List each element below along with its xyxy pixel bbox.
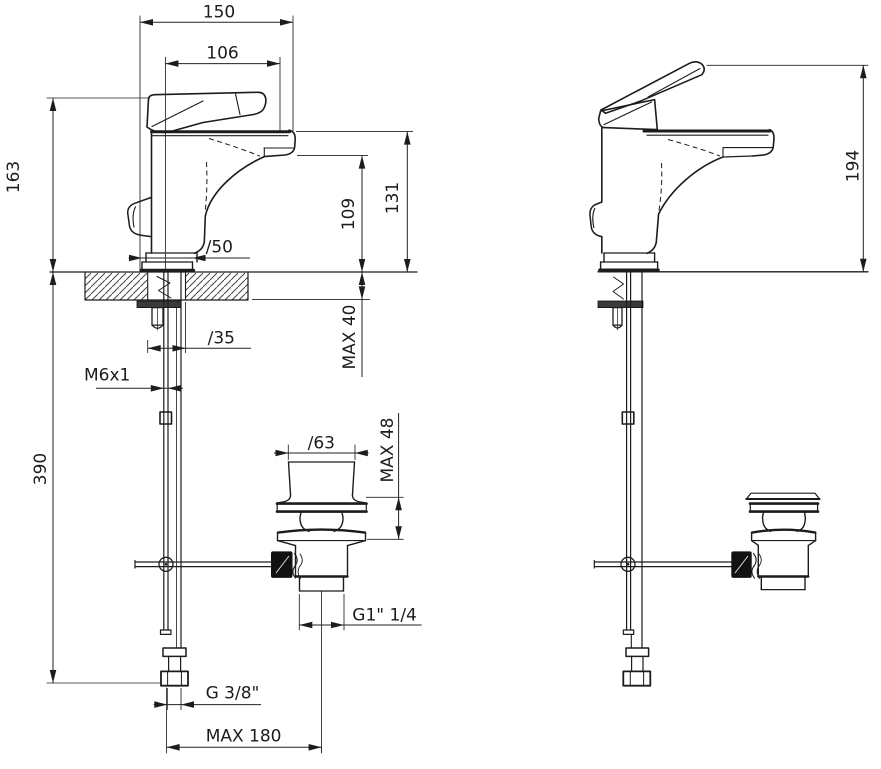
dimension-dia35: ∕35 (147, 302, 251, 353)
popup-control-rod-side (593, 559, 732, 569)
dimension-131: 131 (296, 131, 413, 272)
dimension-max48: MAX 48 (366, 413, 404, 540)
dimension-106: 106 (164, 43, 281, 272)
waste-knob-front (271, 551, 293, 578)
side-hose-nut (622, 670, 652, 687)
dimension-max180: MAX 180 (166, 687, 322, 754)
dim-label-max48: MAX 48 (378, 418, 398, 483)
dim-label-dia35: ∕35 (208, 329, 235, 349)
side-washer (597, 300, 644, 308)
front-handle (146, 91, 267, 134)
dimension-dia63: ∕63 (274, 433, 369, 460)
dim-label-dia63: ∕63 (308, 433, 335, 453)
dim-label-g1-14: G1" 1/4 (352, 605, 417, 625)
front-rod-collar (159, 411, 173, 425)
dim-label-390: 390 (31, 453, 51, 485)
dimension-163: 163 (4, 97, 150, 272)
front-underdeck (134, 272, 273, 687)
dim-label-109: 109 (339, 198, 359, 230)
arrowhead (140, 19, 153, 26)
arrowhead (280, 19, 293, 26)
dim-label-dia50: ∕50 (206, 238, 233, 258)
dim-label-max40: MAX 40 (340, 305, 360, 370)
dimension-109: 109 (297, 155, 368, 272)
popup-waste-side (731, 492, 821, 591)
dim-label-194: 194 (844, 150, 864, 182)
front-washer (136, 300, 182, 308)
side-body (589, 126, 775, 255)
dimension-dia50: ∕50 (128, 238, 250, 262)
dimension-m6x1: M6x1 (84, 366, 183, 392)
mounting-deck (49, 271, 418, 301)
side-handle (597, 61, 705, 131)
dim-label-106: 106 (206, 43, 238, 63)
side-base-plate (598, 252, 660, 272)
dimension-g1-14: G1" 1/4 (298, 594, 422, 631)
side-underdeck (593, 271, 732, 687)
popup-control-rod-front (134, 559, 273, 569)
side-rod-collar (621, 411, 635, 425)
dimension-150: 150 (139, 2, 294, 272)
front-base-plate (139, 252, 198, 272)
side-view (589, 61, 869, 687)
popup-waste-front (271, 461, 368, 753)
dim-label-150: 150 (203, 2, 235, 22)
dim-label-g-38: G 3/8" (206, 684, 260, 704)
front-body (126, 129, 297, 254)
dimension-390: 390 (31, 272, 160, 684)
dim-label-131: 131 (383, 182, 403, 214)
rod-joint-front (158, 556, 174, 572)
deck-hatch-left (85, 272, 148, 300)
front-hose-nut (160, 670, 189, 687)
dim-label-m6x1: M6x1 (84, 366, 130, 386)
deck-hatch-right (185, 272, 248, 300)
rod-joint-side (620, 556, 636, 572)
dimension-194: 194 (706, 64, 869, 272)
dim-label-163: 163 (4, 161, 24, 193)
dimension-max40: MAX 40 (252, 272, 370, 377)
dim-label-max180: MAX 180 (206, 727, 282, 747)
front-view (49, 91, 418, 753)
dimension-g-38: G 3/8" (153, 684, 261, 710)
